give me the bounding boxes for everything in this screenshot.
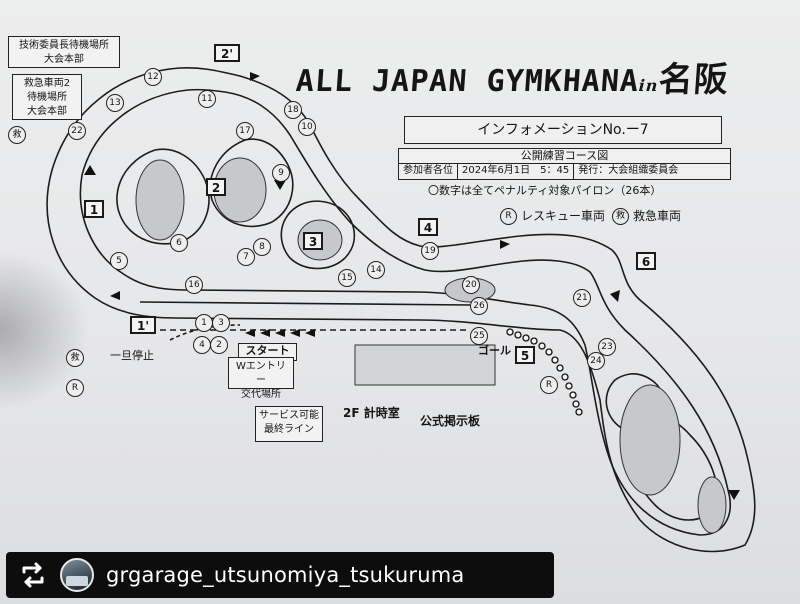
pylon-3: 3 [212, 314, 230, 332]
pylon-15: 15 [338, 269, 356, 287]
pylon-23: 23 [598, 338, 616, 356]
info-meta-row: 参加者各位 2024年6月1日 5：45 発行：大会組織委員会 [398, 164, 731, 180]
notice-board-label: 公式掲示板 [420, 414, 481, 428]
ambulance2-line-1: 救急車両2 [23, 78, 71, 89]
w-entry-line-2: 交代場所 [241, 389, 281, 400]
section-3: 3 [303, 232, 323, 250]
track-outer-edge [46, 67, 756, 553]
pylon-16: 16 [185, 276, 203, 294]
info-subtitle: 公開練習コース図 [398, 148, 731, 164]
rescue-marker-left: R [66, 379, 84, 397]
tech-officials-line-2: 大会本部 [44, 54, 84, 65]
pylon-8: 8 [253, 238, 271, 256]
section-1-prime: 1' [130, 316, 156, 334]
repost-icon[interactable] [16, 558, 50, 592]
section-4: 4 [418, 218, 438, 236]
repost-username[interactable]: grgarage_utsunomiya_tsukuruma [106, 563, 465, 587]
pylon-6: 6 [170, 234, 188, 252]
ambulance-mark-icon: 救 [612, 208, 629, 225]
goal-label: ゴール [478, 344, 511, 357]
w-entry-line-1: Wエントリー [236, 361, 286, 386]
legend-ambulance-label: 救急車両 [633, 209, 682, 223]
infield-area-1 [135, 159, 185, 241]
legend-rescue: R レスキュー車両 [500, 207, 605, 225]
ambulance2-box: 救急車両2 待機場所 大会本部 [12, 74, 82, 120]
info-title: インフォメーションNo.ー7 [404, 116, 722, 144]
event-title-city: 名阪 [657, 60, 731, 100]
pylon-22: 22 [68, 122, 86, 140]
infield-area-5 [697, 476, 727, 534]
pylon-2: 2 [210, 336, 228, 354]
section-2: 2 [206, 178, 226, 196]
infield-loop-3 [280, 200, 356, 270]
infield-area-4 [619, 384, 681, 496]
start-badge: スタート [238, 343, 297, 361]
stop-label: 一旦停止 [110, 349, 154, 362]
legend-rescue-label: レスキュー車両 [521, 209, 606, 223]
info-note: 〇数字は全てペナルティ対象パイロン（26本） [428, 184, 662, 197]
pylon-5: 5 [110, 252, 128, 270]
info-issuer: 発行：大会組織委員会 [578, 165, 679, 176]
rescue-marker-right: R [540, 376, 558, 394]
event-title: ALL JAPAN GYMKHANAin名阪 [294, 52, 768, 108]
pylon-13: 13 [106, 94, 124, 112]
pylon-24: 24 [587, 352, 605, 370]
event-title-in: in [638, 76, 660, 95]
timing-room-label: 2F 計時室 [343, 406, 400, 420]
pylon-20: 20 [462, 276, 480, 294]
repost-bar[interactable]: grgarage_utsunomiya_tsukuruma [6, 552, 554, 598]
pylon-12: 12 [144, 68, 162, 86]
pylon-1: 1 [195, 314, 213, 332]
pit-lane-upper [139, 301, 471, 306]
section-1: 1 [84, 200, 104, 218]
pylon-9: 9 [272, 164, 290, 182]
info-panel: インフォメーションNo.ー7 公開練習コース図 参加者各位 2024年6月1日 … [398, 116, 731, 197]
info-date: 2024年6月1日 5：45 [458, 164, 575, 179]
pylon-19: 19 [421, 242, 439, 260]
track-inner-edge [79, 88, 731, 536]
service-line-1: サービス可能 [259, 410, 319, 421]
section-5: 5 [515, 346, 535, 364]
ambulance2-line-3: 大会本部 [27, 106, 67, 117]
section-2-prime: 2' [214, 44, 240, 62]
pylon-17: 17 [236, 122, 254, 140]
w-entry-box: Wエントリー 交代場所 [228, 357, 294, 400]
service-line-box: サービス可能 最終ライン [255, 406, 323, 442]
tech-officials-box: 技術委員長待機場所 大会本部 [8, 36, 120, 68]
legend-ambulance: 救救急車両 [612, 207, 681, 225]
service-line-2: 最終ライン [264, 424, 314, 435]
pylon-11: 11 [198, 90, 216, 108]
tech-officials-line-1: 技術委員長待機場所 [19, 40, 109, 51]
pylon-14: 14 [367, 261, 385, 279]
pylon-4: 4 [193, 336, 211, 354]
control-building [354, 344, 496, 386]
start-lane [169, 324, 241, 341]
ambulance2-line-2: 待機場所 [27, 92, 67, 103]
rescue-mark-icon: R [500, 208, 517, 225]
pylon-7: 7 [237, 248, 255, 266]
pylon-18: 18 [284, 101, 302, 119]
ambulance-marker-top: 救 [8, 126, 26, 144]
infield-loop-2 [209, 138, 294, 228]
pylon-10: 10 [298, 118, 316, 136]
event-title-main: ALL JAPAN GYMKHANA [294, 64, 641, 99]
pylon-26: 26 [470, 297, 488, 315]
pylon-21: 21 [573, 289, 591, 307]
section-6: 6 [636, 252, 656, 270]
pylon-25: 25 [470, 327, 488, 345]
avatar[interactable] [60, 558, 94, 592]
info-to: 参加者各位 [399, 164, 458, 179]
ambulance-marker-bottom: 救 [66, 349, 84, 367]
